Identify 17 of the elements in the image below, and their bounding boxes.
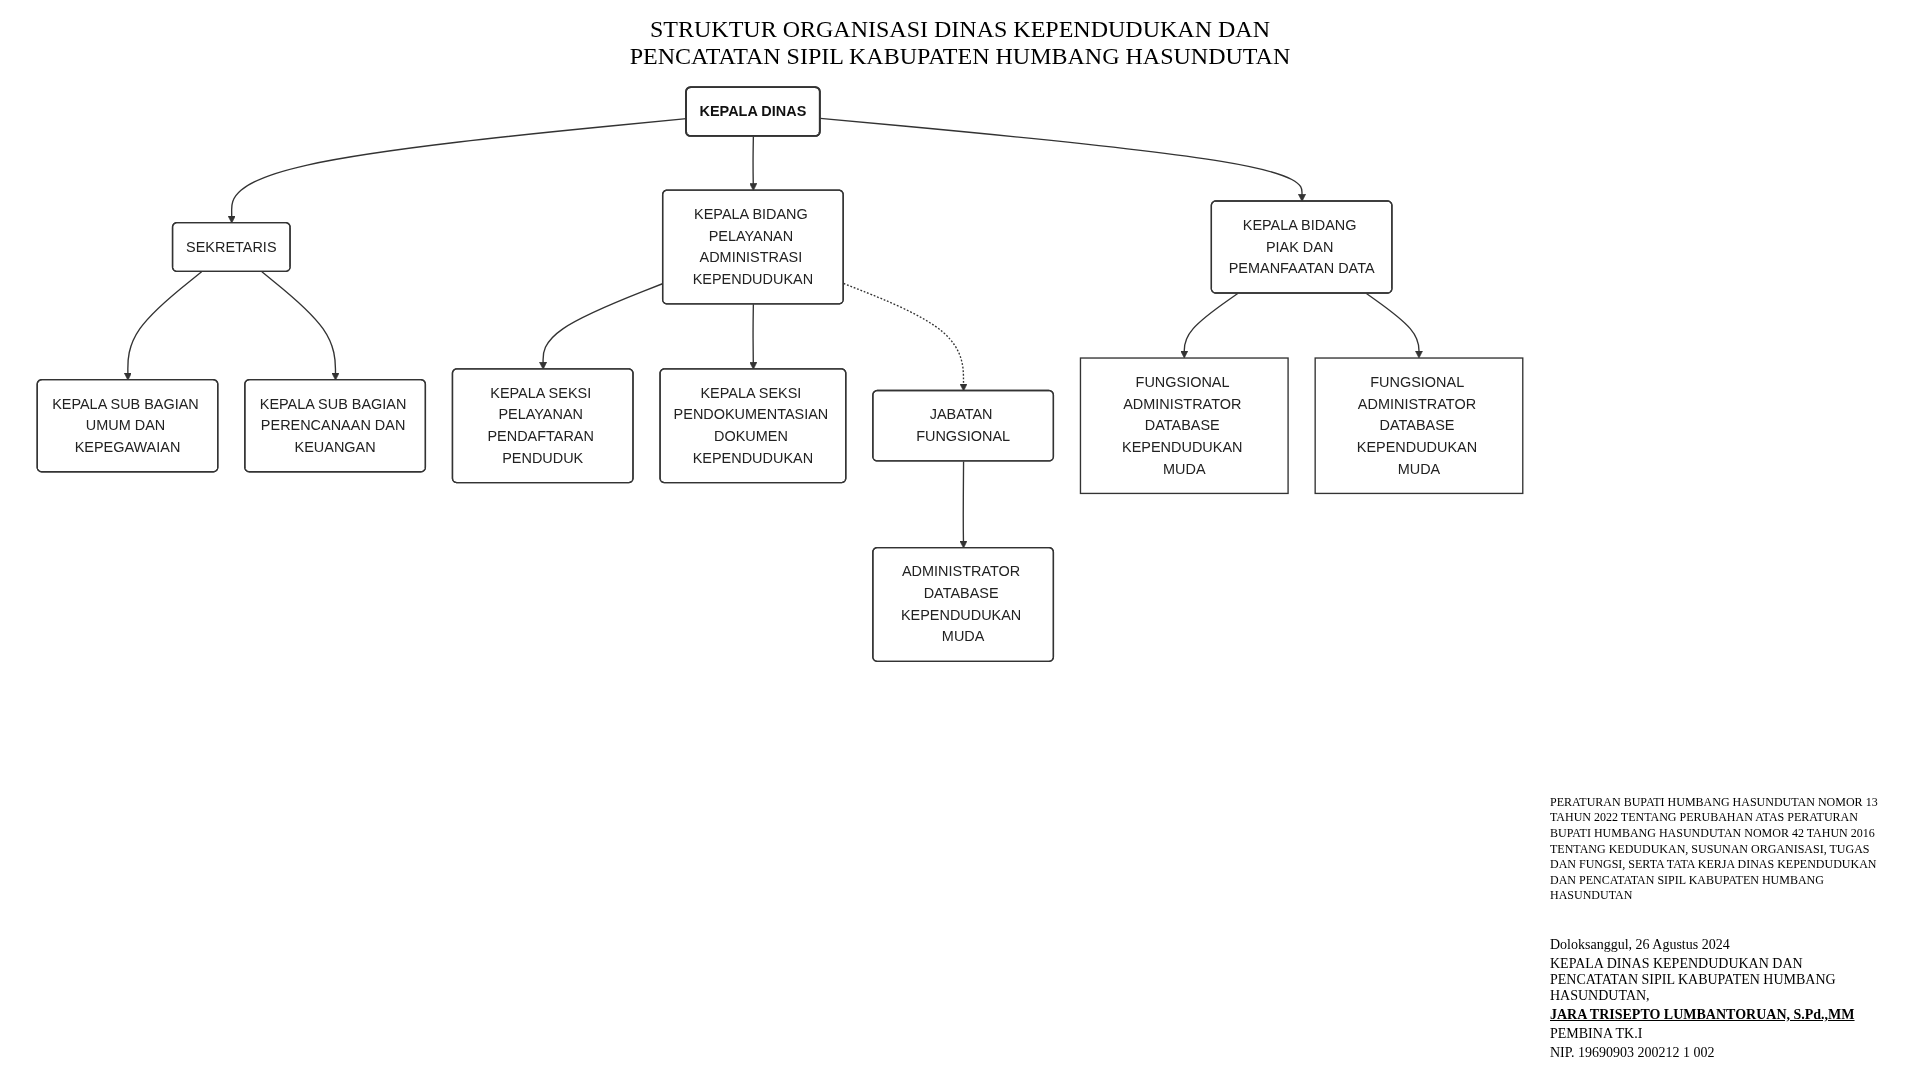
arrow: [749, 135, 758, 191]
arrow: [1180, 292, 1239, 359]
regulation-note: PERATURAN BUPATI HUMBANG HASUNDUTAN NOMOR 13 TAHUN 2022 TENTANG PERUBAHAN ATAS PERATURAN BUPATI HUMBANG HASUNDUTAN NOMOR 42 TAHUN 2016 TENTANG KEDUDUKAN, SUSUNAN ORGANISASI, TUGAS DAN FUNGSI, SERTA TATA KERJA DINAS KEPENDUDUKAN DAN PENCATATAN SIPIL KABUPATEN HUMBANG HASUNDUTAN: [1550, 794, 1879, 904]
arrow: [123, 271, 203, 381]
arrow: [1365, 292, 1423, 359]
signatory-name: JARA TRISEPTO LUMBANTORUAN, S.Pd.,MM: [1550, 1007, 1856, 1023]
node-box: FUNGSIONAL ADMINISTRATOR DATABASE KEPENDUDUKAN MUDA: [1314, 357, 1524, 495]
signature-text: NIP. 19690903 200212 1 002: [1550, 1045, 1716, 1061]
arrow: [749, 303, 758, 370]
arrow: [819, 117, 1306, 202]
node-box: FUNGSIONAL ADMINISTRATOR DATABASE KEPENDUDUKAN MUDA: [1079, 357, 1289, 495]
signature-text: PEMBINA TK.I: [1550, 1026, 1644, 1042]
arrow: [959, 460, 968, 549]
signature-text: KEPALA DINAS KEPENDUDUKAN DAN PENCATATAN SIPIL KABUPATEN HUMBANG HASUNDUTAN,: [1550, 956, 1837, 1004]
signature-text: Doloksanggul, 26 Agustus 2024: [1550, 937, 1731, 953]
arrow: [261, 271, 340, 381]
chart-title: STRUKTUR ORGANISASI DINAS KEPENDUDUKAN DAN PENCATATAN SIPIL KABUPATEN HUMBANG HASUNDUTAN: [628, 16, 1292, 70]
